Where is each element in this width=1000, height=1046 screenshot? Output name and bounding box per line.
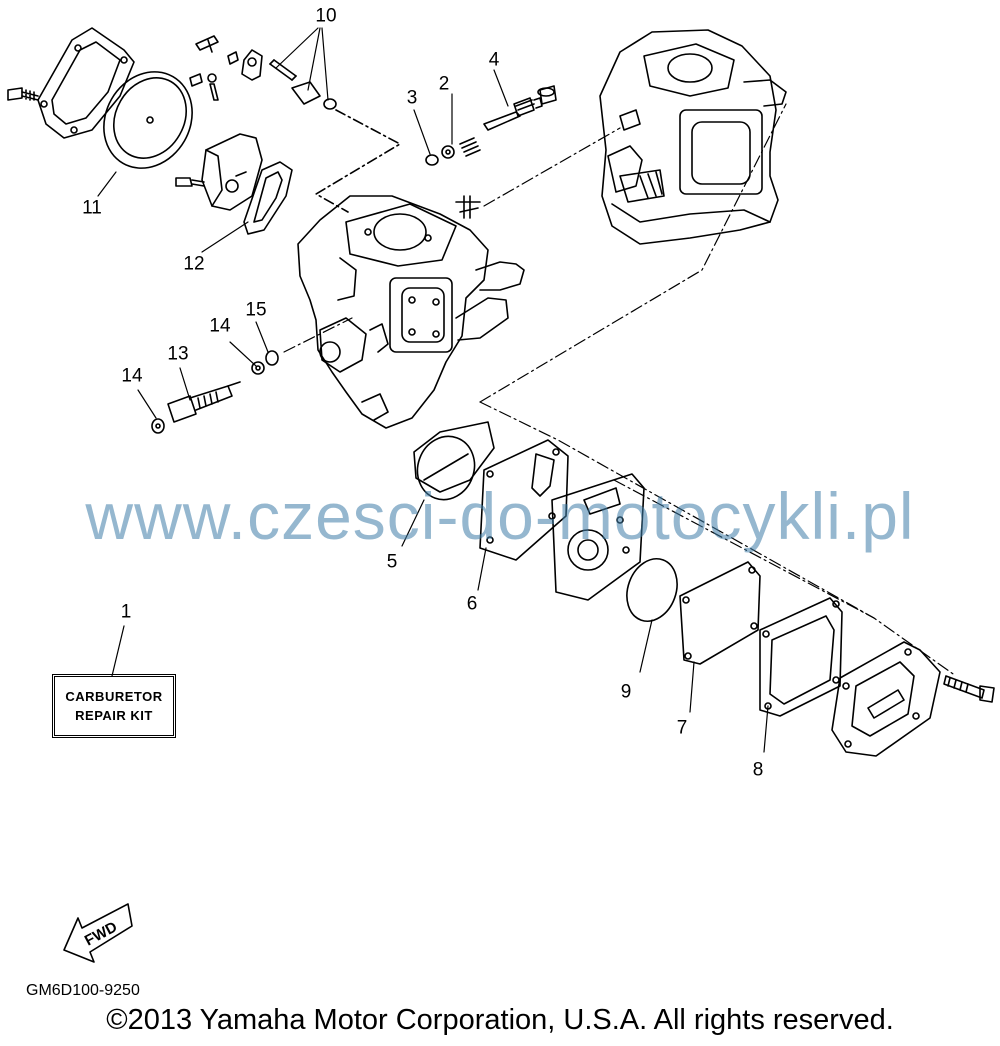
callout-12: 12 [183,253,205,275]
small-parts-cluster [189,35,401,213]
washer-part-2 [441,145,455,159]
callout-7: 7 [676,717,688,739]
pump-body [175,133,263,211]
callout-10: 10 [315,5,337,27]
repair-kit-line2: REPAIR KIT [75,708,153,723]
fwd-arrow-icon [63,903,133,963]
carburetor-body-right [599,29,787,245]
gasket-icon [413,421,495,493]
washer-part-14b [151,418,165,434]
callout-11: 11 [82,197,102,219]
callout-9: 9 [620,681,632,703]
callout-13: 13 [167,343,189,365]
screw-icon [7,87,39,101]
callout-15: 15 [245,299,267,321]
carburetor-body-center [297,195,525,429]
spring-icon [459,137,481,157]
o-ring-icon [416,435,476,501]
callout-5: 5 [386,551,398,573]
repair-kit-label: CARBURETOR REPAIR KIT [52,674,176,738]
copyright-notice: ©2013 Yamaha Motor Corporation, U.S.A. A… [106,1004,894,1036]
o-ring-icon [626,558,678,622]
adjust-screw-part-13 [167,381,241,423]
gasket-plate-6 [479,439,569,561]
callout-14-upper: 14 [209,315,231,337]
o-ring-icon [265,350,279,366]
callout-2: 2 [438,73,450,95]
cover-plate [831,641,941,757]
o-ring-icon [425,154,439,166]
callout-4: 4 [488,49,500,71]
pump-gasket [243,161,293,235]
assembly-lines [283,103,957,677]
callout-leaders [97,27,769,753]
diaphragm-plate-7 [679,561,761,665]
callout-6: 6 [466,593,478,615]
needle-valve-icon [483,97,543,131]
callout-8: 8 [752,759,764,781]
callout-1: 1 [120,601,132,623]
repair-kit-line1: CARBURETOR [65,689,163,704]
pump-body-lower [551,473,645,601]
cap-part [537,85,557,105]
callout-3: 3 [406,87,418,109]
screw-icon [943,675,995,703]
washer-part-14 [251,361,265,375]
diagram-code: GM6D100-9250 [26,982,140,999]
gasket-8 [759,597,843,717]
pump-cover-plate [37,27,135,139]
callout-14-lower: 14 [121,365,143,387]
diaphragm-icon [103,71,193,169]
